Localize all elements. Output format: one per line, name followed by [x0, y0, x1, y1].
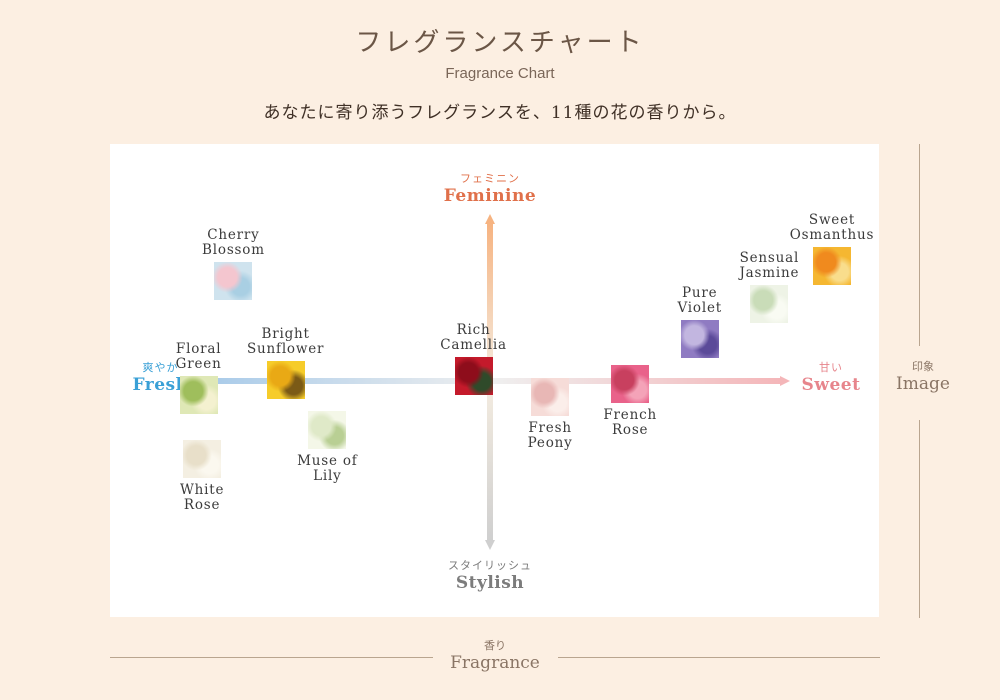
flower-label: Floral Green	[175, 341, 222, 373]
flower-label: Sensual Jasmine	[739, 250, 800, 282]
stylish-pole: スタイリッシュ Stylish	[430, 557, 550, 593]
fragrance-label-jp: 香り	[484, 639, 506, 652]
feminine-pole: フェミニン Feminine	[430, 170, 550, 206]
french-rose-photo	[611, 364, 650, 403]
fresh-label: Fresh	[132, 375, 189, 395]
stylish-label-jp: スタイリッシュ	[448, 559, 532, 572]
floral-green-photo	[179, 376, 218, 415]
lily-photo	[308, 410, 347, 449]
page-subtitle: あなたに寄り添うフレグランスを、11種の花の香りから。	[263, 103, 737, 123]
sunflower-photo	[266, 361, 305, 399]
feminine-label: Feminine	[443, 186, 537, 206]
fragrance-label-en: Fragrance	[450, 653, 540, 673]
fragrance-axis-line-left	[110, 657, 433, 658]
sweet-pole: 甘い Sweet	[785, 359, 877, 395]
page-title-english: Fragrance Chart	[445, 65, 555, 82]
violet-photo	[680, 320, 719, 359]
flower-label: Muse of Lily	[297, 452, 358, 484]
page-title: フレグランスチャート	[355, 28, 645, 58]
image-label-en: Image	[896, 374, 950, 394]
fresh-label-jp: 爽やか	[142, 361, 179, 374]
sweet-label-jp: 甘い	[819, 361, 843, 374]
flower-label: Fresh Peony	[527, 419, 573, 451]
flower-label: French Rose	[603, 406, 657, 438]
fresh-pole: 爽やか Fresh	[118, 359, 203, 395]
flower-label: Pure Violet	[677, 285, 722, 317]
fragrance-axis-line-right	[558, 657, 880, 658]
flower-label: Cherry Blossom	[202, 227, 265, 259]
chart-panel: 爽やか Fresh 甘い Sweet フェミニン Feminine スタイリッシ…	[110, 144, 879, 617]
image-label-jp: 印象	[912, 360, 934, 373]
flower-label: Bright Sunflower	[246, 326, 325, 357]
jasmine-photo	[750, 285, 789, 324]
fragrance-axis-label: 香り Fragrance	[440, 637, 550, 673]
image-axis-line-bottom	[919, 420, 920, 618]
sweet-label: Sweet	[801, 375, 861, 395]
peony-photo	[531, 377, 570, 416]
feminine-label-jp: フェミニン	[460, 172, 520, 185]
flower-label: Rich Camellia	[440, 322, 507, 354]
image-axis-label: 印象 Image	[890, 358, 956, 394]
stylish-label: Stylish	[455, 573, 525, 593]
flower-label: White Rose	[179, 482, 225, 514]
camellia-photo	[454, 357, 493, 396]
image-axis-line-top	[919, 144, 920, 346]
cherry-blossom-photo	[214, 262, 253, 301]
osmanthus-photo	[813, 247, 851, 286]
white-rose-photo	[183, 440, 222, 479]
flower-label: Sweet Osmanthus	[789, 212, 875, 244]
